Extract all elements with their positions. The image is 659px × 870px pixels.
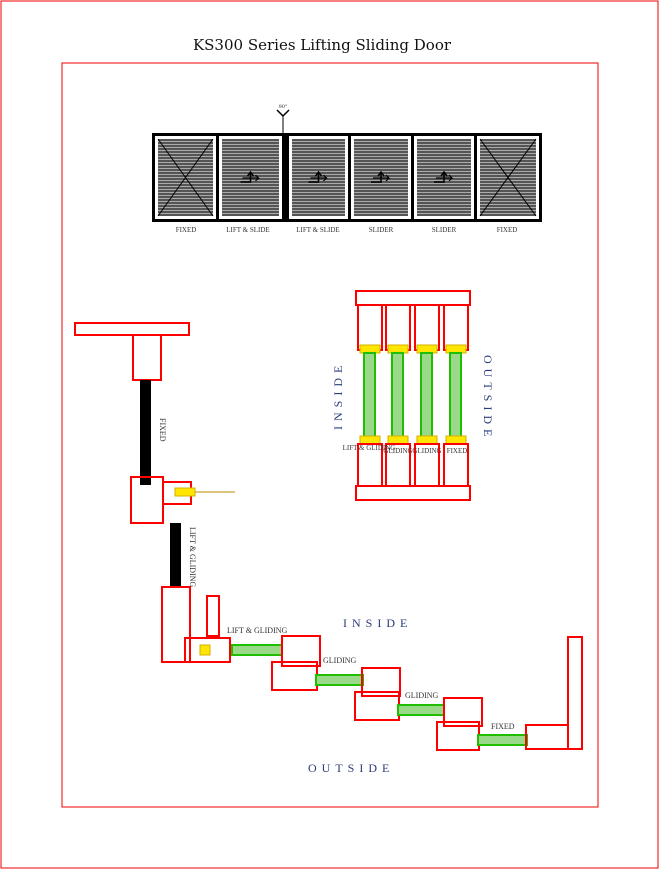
angle-icon — [276, 109, 290, 118]
panel-label: LIFT & SLIDE — [226, 226, 269, 234]
panel-label: LIFT & SLIDE — [296, 226, 339, 234]
slide-arrow-icon — [242, 174, 260, 182]
column-label: FIXED — [447, 447, 468, 455]
door-panel — [155, 136, 216, 219]
door-panel — [477, 136, 539, 219]
section-column — [357, 304, 383, 487]
panel-label: SLIDER — [432, 226, 457, 234]
column-label: LIFT & GLIDING — [343, 444, 396, 452]
plan-inside-label: INSIDE — [343, 616, 412, 630]
plan-section: FIXED LIFT & GLIDING LIFT & GLIDING GLID… — [74, 322, 583, 775]
door-panel — [351, 136, 411, 219]
slide-arrow-icon — [371, 170, 385, 183]
slide-arrow-icon — [434, 170, 448, 183]
plan-label: FIXED — [491, 722, 515, 731]
lift-gliding-glass — [170, 523, 181, 587]
panel-label: FIXED — [176, 226, 197, 234]
plan-label: LIFT & GLIDING — [188, 527, 197, 588]
drawing-title: KS300 Series Lifting Sliding Door — [193, 36, 452, 54]
plan-label: LIFT & GLIDING — [227, 626, 288, 635]
plan-outside-label: OUTSIDE — [308, 761, 394, 775]
column-label: GLIDING — [412, 447, 441, 455]
slide-arrow-icon — [373, 174, 391, 182]
plan-label: GLIDING — [405, 691, 439, 700]
inside-label: INSIDE — [331, 361, 345, 430]
lift-arrow-icon — [308, 170, 323, 183]
plan-label: GLIDING — [323, 656, 357, 665]
plan-label: FIXED — [158, 418, 167, 442]
door-panel — [219, 136, 282, 219]
vertical-section: INSIDE OUTSIDE LIFT & GLIDING GLIDING GL… — [331, 290, 495, 501]
lift-arrow-icon — [240, 170, 255, 183]
slide-arrow-icon — [310, 174, 328, 182]
section-column — [385, 304, 411, 487]
panel-label: SLIDER — [369, 226, 394, 234]
fixed-glass — [140, 380, 151, 485]
door-panel — [289, 136, 348, 219]
drawing-frame — [61, 62, 599, 808]
column-label: GLIDING — [383, 447, 412, 455]
door-elevation: 90° — [152, 104, 542, 222]
slide-arrow-icon — [436, 174, 454, 182]
section-column — [414, 304, 440, 487]
opening-angle-label: 90° — [279, 104, 288, 110]
outside-label: OUTSIDE — [481, 355, 495, 441]
elevation-labels: FIXED LIFT & SLIDE LIFT & SLIDE SLIDER S… — [176, 226, 518, 234]
section-column — [443, 304, 469, 487]
door-panel — [414, 136, 474, 219]
panel-label: FIXED — [497, 226, 518, 234]
